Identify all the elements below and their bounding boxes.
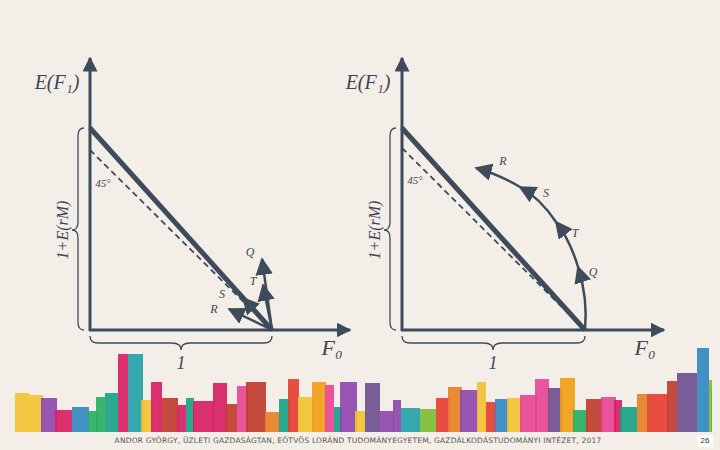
budget-line <box>90 128 272 330</box>
point-label: Q <box>589 266 598 278</box>
skyline-decoration <box>15 348 712 432</box>
building <box>560 378 575 432</box>
point-label: R <box>499 155 506 167</box>
dashed-45-line <box>90 150 272 330</box>
axis-label: F₀ <box>634 337 655 359</box>
building <box>365 383 380 432</box>
building <box>41 398 57 432</box>
building <box>15 393 29 432</box>
axis-label: E(F₁) <box>35 72 80 92</box>
building <box>29 395 43 432</box>
building <box>647 394 668 432</box>
point-label: T <box>572 227 579 239</box>
building <box>162 398 178 432</box>
x-axis <box>401 329 664 332</box>
axis-label: E(F₁) <box>346 72 391 92</box>
budget-line <box>402 128 585 330</box>
building <box>601 397 616 432</box>
building <box>177 405 186 432</box>
building <box>448 387 462 432</box>
point-label: R <box>210 303 217 315</box>
building <box>288 379 299 432</box>
building <box>507 398 522 432</box>
building <box>495 399 509 432</box>
point-label: S <box>219 288 225 300</box>
brace-label: 1+E(rM) <box>55 201 71 260</box>
building <box>213 383 227 432</box>
building <box>548 388 562 432</box>
building <box>401 408 420 432</box>
building <box>436 398 450 432</box>
building <box>226 404 237 432</box>
building <box>677 373 697 432</box>
arrow <box>578 267 586 330</box>
brace <box>90 336 272 350</box>
building <box>420 409 436 432</box>
point-label: S <box>543 187 549 199</box>
angle-label: 45° <box>407 175 422 186</box>
building <box>118 354 128 432</box>
axis-label: F₀ <box>321 337 342 359</box>
building <box>573 410 587 432</box>
y-axis <box>401 58 404 331</box>
building <box>55 410 72 432</box>
building <box>380 411 394 432</box>
brace-label: 1+E(rM) <box>367 201 383 260</box>
arrow <box>476 168 520 187</box>
axis-tick-label: 1 <box>489 354 498 372</box>
point-label: Q <box>246 246 255 258</box>
building <box>486 402 496 432</box>
building <box>355 411 365 432</box>
arrow <box>243 298 272 330</box>
footer-text: ANDOR GYÖRGY, ÜZLETI GAZDASÁGTAN, EÖTVÖS… <box>115 437 602 445</box>
building <box>193 401 214 432</box>
building <box>96 397 105 432</box>
arrow <box>520 187 556 222</box>
building <box>265 412 280 432</box>
brace <box>402 336 585 350</box>
building <box>246 382 266 432</box>
arrow <box>556 222 578 267</box>
building <box>186 398 194 432</box>
building <box>535 379 549 432</box>
building <box>128 354 143 432</box>
x-axis <box>89 329 350 332</box>
building <box>520 395 537 432</box>
page-number: 26 <box>697 435 714 447</box>
dashed-45-line <box>402 148 585 330</box>
building <box>620 407 637 432</box>
building <box>72 407 89 432</box>
building <box>151 382 162 432</box>
axis-tick-label: 1 <box>177 354 186 372</box>
building <box>586 399 603 432</box>
building <box>667 381 677 432</box>
angle-label: 45° <box>95 178 110 189</box>
building <box>393 400 401 432</box>
building <box>340 382 357 432</box>
arrow <box>229 309 272 330</box>
brace <box>72 128 84 330</box>
building <box>298 397 314 432</box>
building <box>312 382 326 432</box>
point-label: T <box>250 275 257 287</box>
building <box>711 387 712 432</box>
building <box>709 380 712 432</box>
building <box>325 385 334 432</box>
building <box>105 393 118 432</box>
building <box>477 382 486 432</box>
building <box>697 348 709 432</box>
building <box>637 394 647 432</box>
brace <box>384 128 396 330</box>
building <box>460 390 478 432</box>
y-axis <box>89 58 92 331</box>
